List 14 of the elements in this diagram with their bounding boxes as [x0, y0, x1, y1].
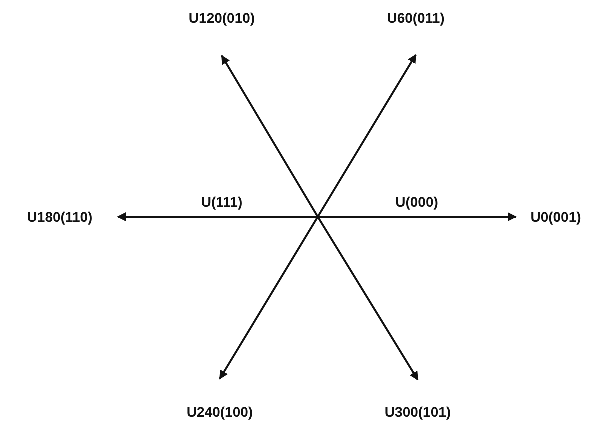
vector-label: U300(101) — [384, 404, 452, 420]
vector-label: U(000) — [396, 194, 438, 210]
vector-label: U240(100) — [186, 404, 254, 420]
vector-arrow — [219, 216, 319, 380]
vector-arrow — [117, 212, 318, 222]
vector-label: U60(011) — [387, 10, 445, 26]
vector-arrow — [317, 54, 417, 218]
vector-label: U(111) — [201, 194, 243, 210]
vector-label: U180(110) — [27, 209, 93, 225]
vector-arrow — [221, 55, 319, 218]
vector-arrow — [318, 212, 517, 222]
vector-label: U0(001) — [530, 209, 582, 225]
vector-label: U120(010) — [188, 10, 256, 26]
vector-arrow — [317, 216, 419, 381]
